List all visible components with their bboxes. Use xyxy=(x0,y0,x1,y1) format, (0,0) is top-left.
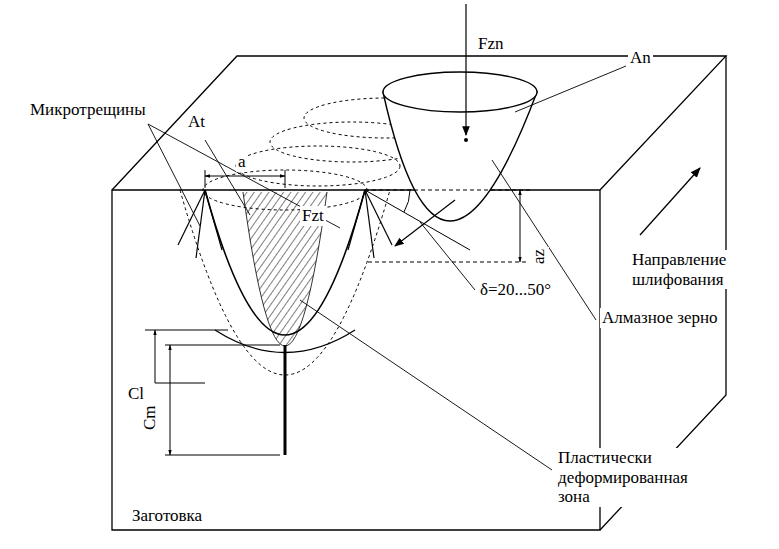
median-crack xyxy=(284,345,287,455)
tangential-force-arrow xyxy=(395,200,455,246)
label-text: Fzt xyxy=(300,206,326,226)
label-text: Cm xyxy=(140,403,160,432)
force-point xyxy=(464,138,468,142)
label-text: An xyxy=(628,48,653,68)
label-text: δ=20...50° xyxy=(478,280,553,300)
label-text: az xyxy=(529,247,549,266)
label-text: Алмазное зерно xyxy=(600,308,720,328)
label-text: Заготовка xyxy=(130,506,204,526)
dimensions xyxy=(145,170,530,455)
diamond-grain xyxy=(383,72,537,221)
plastic-zone-edge xyxy=(243,192,327,346)
workpiece-block xyxy=(112,56,726,530)
direction-arrow xyxy=(640,168,700,235)
normal-force-arrow xyxy=(465,4,466,135)
label-text: a xyxy=(236,152,248,172)
plastic-zone xyxy=(230,185,340,355)
label-text: At xyxy=(186,112,207,132)
leader-lines xyxy=(148,66,626,470)
microcracks xyxy=(178,190,392,258)
label-text: Пластически деформированная зона xyxy=(556,448,702,507)
label-text: Направление шлифования xyxy=(630,250,752,289)
label-text: Fzn xyxy=(476,34,506,54)
label-text: Микротрещины xyxy=(28,100,148,120)
label-text: Cl xyxy=(126,384,146,404)
